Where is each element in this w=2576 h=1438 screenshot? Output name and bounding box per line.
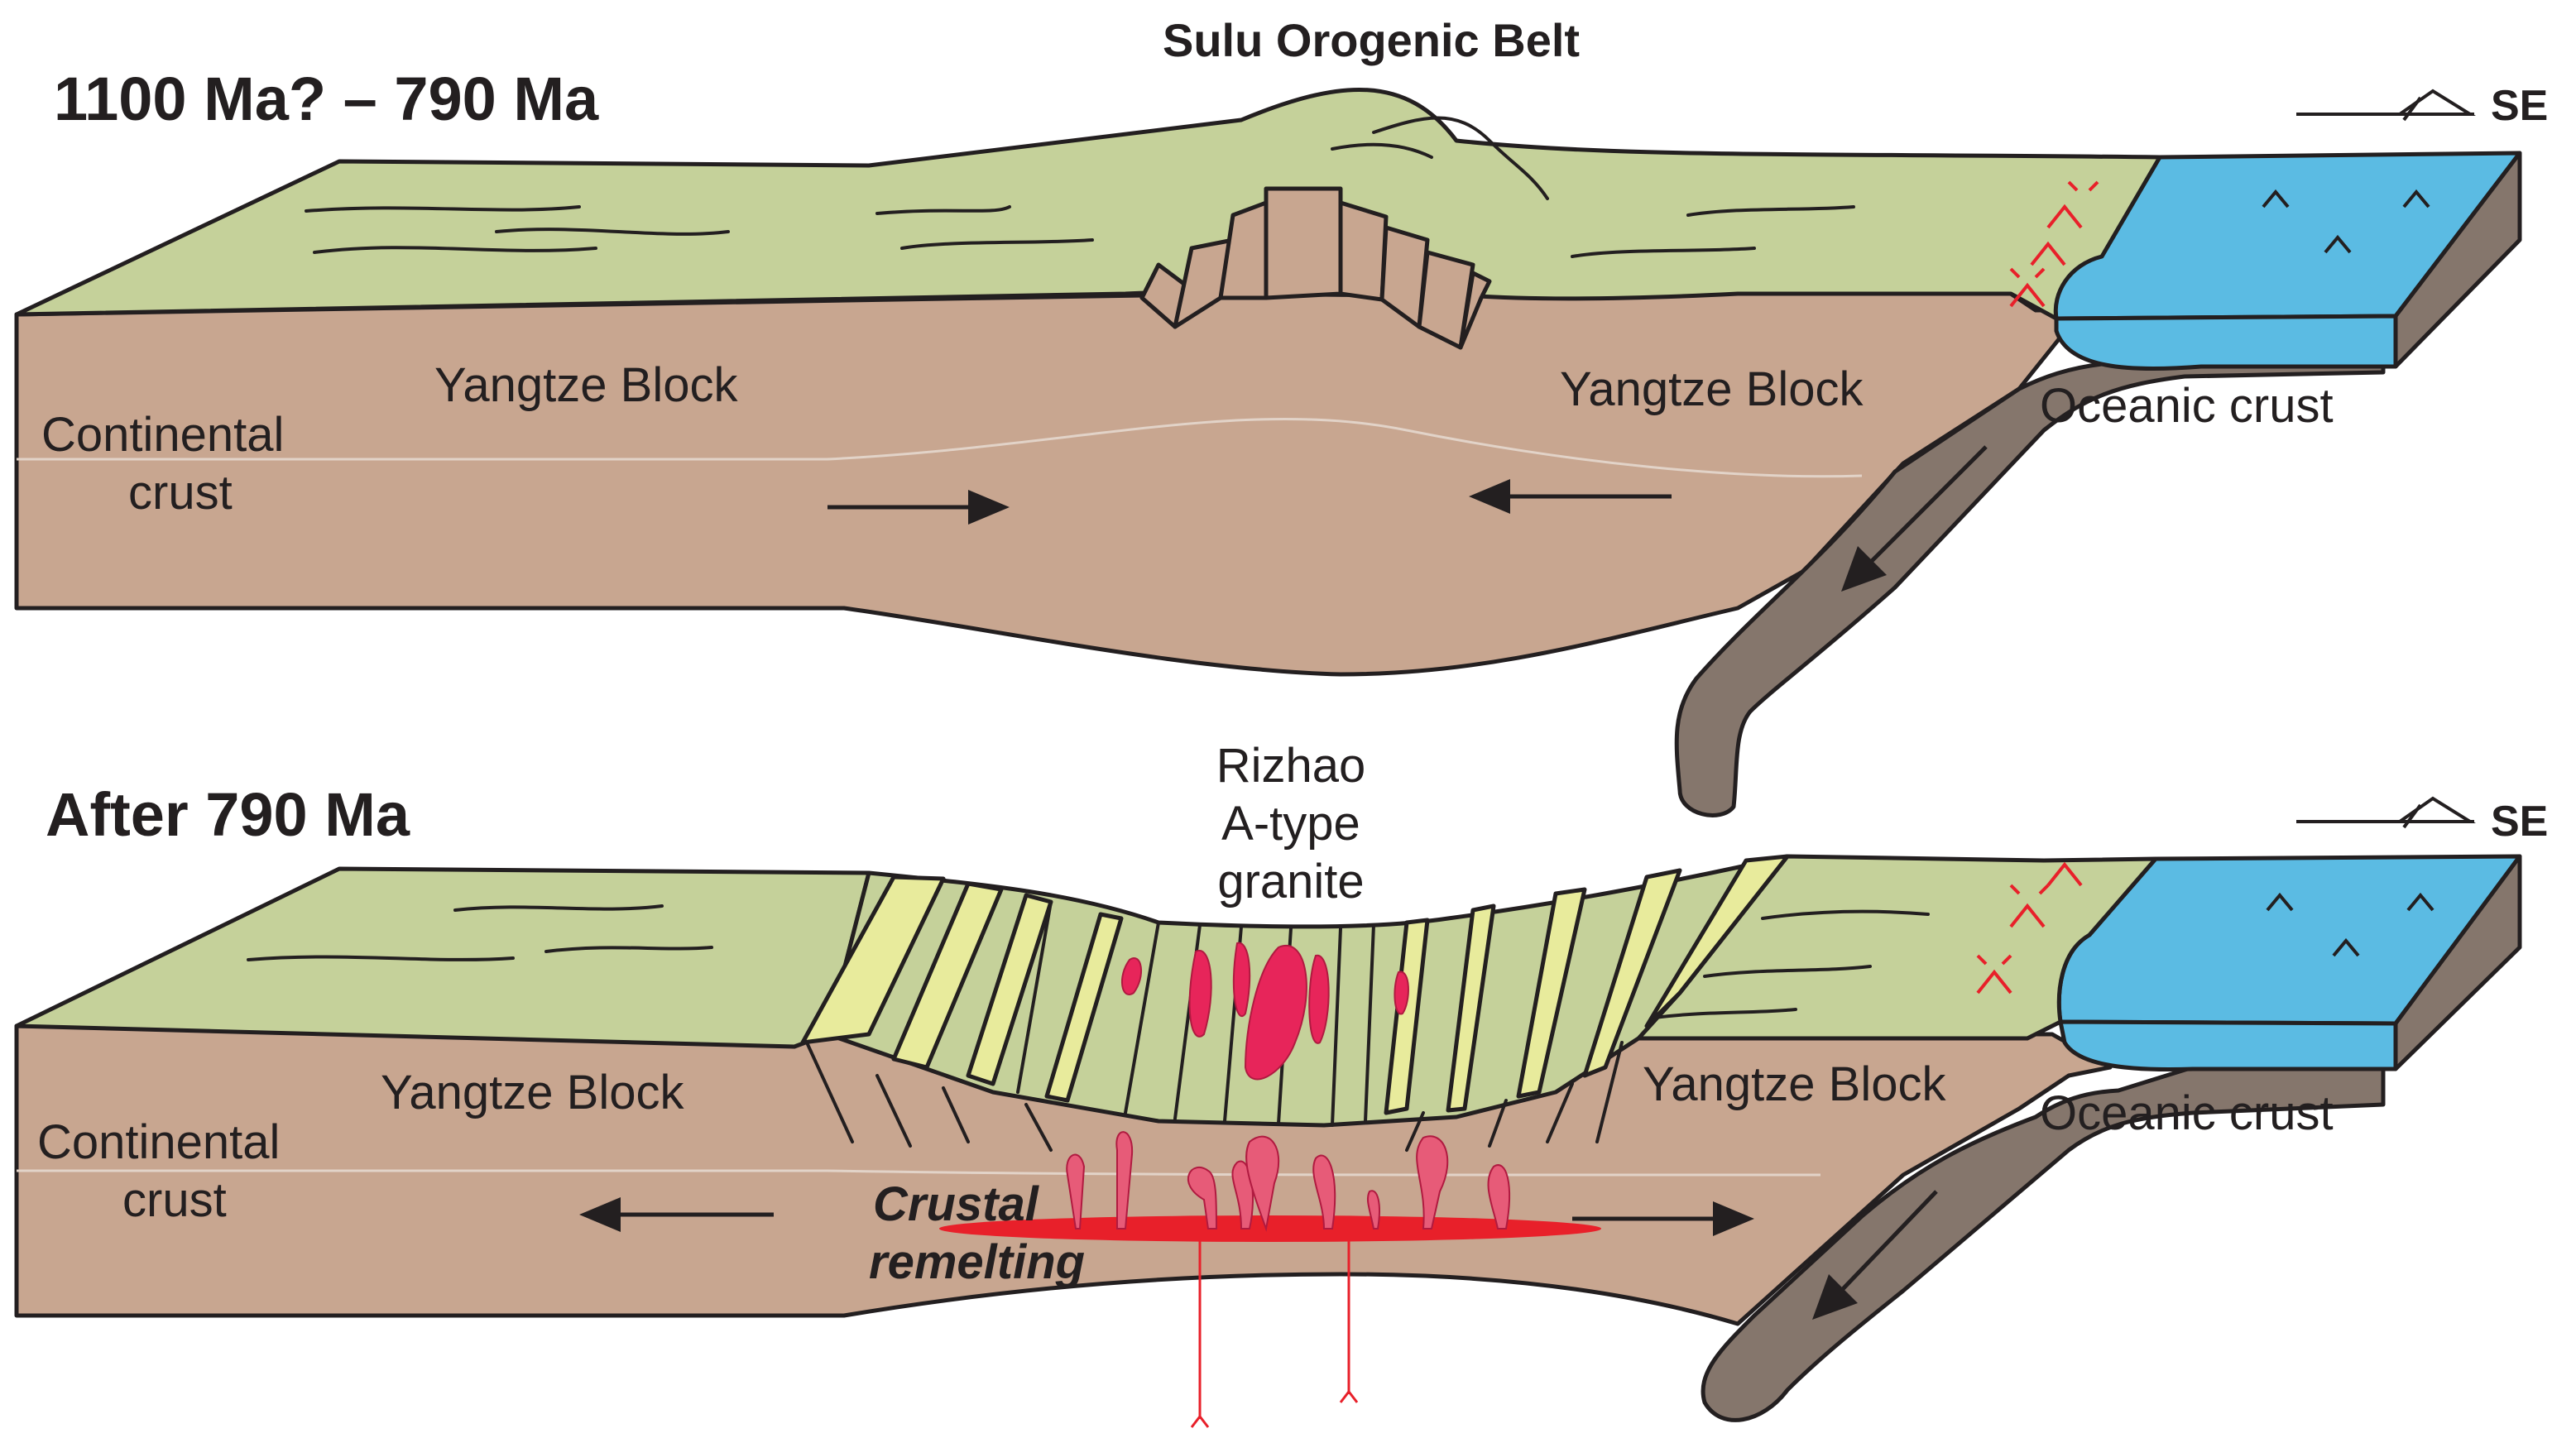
granite-label-line1: Rizhao [1216, 739, 1366, 793]
direction-label: SE [2491, 82, 2548, 130]
crust-label-line1: Continental [41, 408, 284, 462]
feeder-lines [1190, 1233, 1359, 1428]
ocean-side-face [2393, 151, 2522, 369]
surface-lineaments [305, 116, 1855, 258]
ocean-wave-marks [2262, 189, 2430, 254]
melt-label-line1: Crustal [873, 1177, 1040, 1231]
subducting-slab [1701, 1065, 2386, 1422]
granite-bodies [1120, 942, 1409, 1081]
subducting-slab [1674, 333, 2386, 817]
normal-faults [805, 1041, 1624, 1152]
orogenic-fan [1139, 186, 1492, 350]
crust-layer-line [17, 418, 1863, 478]
surface-lineaments [247, 904, 1930, 1019]
block-label-left: Yangtze Block [434, 358, 738, 412]
crust-label-line2: crust [122, 1173, 227, 1227]
block-label-left: Yangtze Block [381, 1066, 684, 1119]
direction-indicator: SE [2296, 82, 2548, 130]
melt-lens [939, 1215, 1601, 1242]
extension-arrows [579, 1197, 1754, 1236]
block-label-right: Yangtze Block [1560, 362, 1864, 416]
panel-2: SE After 790 Ma Rizhao A-type granite Ya… [14, 739, 2548, 1428]
granite-label-line3: granite [1217, 855, 1364, 908]
continental-crust-body [14, 291, 2104, 677]
direction-indicator: SE [2296, 796, 2548, 846]
tilted-yellow-layers [800, 854, 1790, 1115]
crust-label-line2: crust [128, 466, 233, 520]
diapirs [1066, 1131, 1511, 1232]
ocean-label: Oceanic crust [2040, 379, 2334, 433]
stage-label: 1100 Ma? – 790 Ma [54, 65, 599, 133]
ocean-side-face [2393, 854, 2522, 1071]
ocean-label: Oceanic crust [2040, 1086, 2334, 1140]
volcanic-arc-marks [1976, 861, 2083, 995]
crust-label-line1: Continental [37, 1115, 280, 1169]
block-label-right: Yangtze Block [1643, 1057, 1946, 1111]
ocean-wave-marks [2266, 892, 2434, 957]
continental-crust-body [14, 1023, 2113, 1326]
subduction-arrow [1841, 445, 1988, 592]
direction-label: SE [2491, 798, 2548, 846]
belt-label: Sulu Orogenic Belt [1163, 14, 1580, 66]
subduction-arrow [1812, 1190, 1938, 1320]
land-surface-right [1636, 854, 2158, 1041]
compression-arrows [827, 479, 1672, 525]
land-surface-left [14, 866, 871, 1049]
melt-label-line2: remelting [869, 1235, 1085, 1289]
panel-1: SE 1100 Ma? – 790 Ma Sulu Orogenic Belt … [14, 14, 2548, 817]
stage-label: After 790 Ma [46, 780, 410, 849]
volcanic-arc-marks [2009, 180, 2099, 308]
ocean-front-face [2058, 1019, 2398, 1071]
ocean-front-face [2054, 314, 2398, 371]
granite-label-line2: A-type [1221, 797, 1360, 851]
